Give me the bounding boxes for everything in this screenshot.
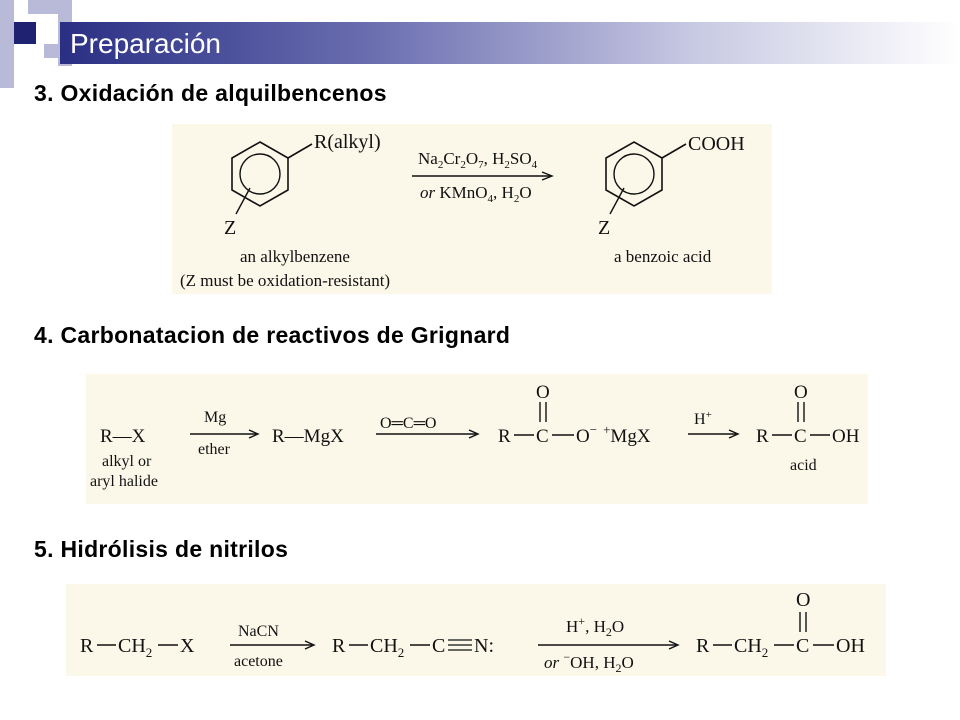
nitrile-r-group: R [332, 635, 346, 657]
reaction-arrowhead [541, 171, 554, 181]
acid-carbon: C [794, 426, 807, 447]
grignard-scheme-panel: R—X alkyl or aryl halide Mg ether R—MgX … [86, 374, 868, 504]
nitrile-methylene: CH2 [370, 635, 404, 660]
acid-r-group: R [756, 426, 769, 447]
salt-anion: O−+MgX [576, 422, 651, 447]
salt-r-group: R [498, 426, 511, 447]
z-bond-reactant [235, 187, 251, 215]
alkyl-substituent: R(alkyl) [314, 131, 381, 153]
acetone-solvent: acetone [234, 653, 283, 670]
step2-arrowhead [668, 640, 680, 650]
acid-hydroxyl: OH [836, 635, 865, 657]
acid-hydroxyl: OH [832, 426, 860, 447]
acid-carbon: C [796, 635, 809, 657]
nitrile-nitrogen: N: [474, 635, 494, 657]
step1-solvent: ether [198, 441, 231, 458]
salt-carbon: C [536, 426, 549, 447]
acid-carbonyl-oxygen: O [796, 589, 810, 611]
acid-carbonyl-oxygen: O [794, 382, 808, 403]
nitrile-carbon: C [432, 635, 445, 657]
oxidation-scheme-panel: R(alkyl) Z an alkylbenzene (Z must be ox… [172, 124, 772, 294]
step1-arrowhead [248, 429, 260, 439]
product-caption: a benzoic acid [614, 247, 712, 266]
carboxyl-substituent: COOH [688, 133, 745, 155]
oxidation-scheme: R(alkyl) Z an alkylbenzene (Z must be ox… [180, 131, 745, 290]
acid-methylene: CH2 [734, 635, 768, 660]
reactant-caption-2: aryl halide [90, 473, 158, 490]
z-bond-product [609, 187, 625, 215]
step1-arrowhead [304, 640, 316, 650]
carbon-dioxide: O═C═O [380, 415, 436, 432]
benzene-ring-product [605, 141, 663, 207]
step3-arrowhead [728, 429, 740, 439]
title-bar [60, 22, 960, 64]
grignard-scheme: R—X alkyl or aryl halide Mg ether R—MgX … [90, 382, 860, 490]
cyanide-reagent: NaCN [238, 623, 279, 640]
base-hydrolysis-reagent: or −OH, H2O [544, 650, 634, 675]
deco-square-light-small [44, 44, 58, 58]
section-heading-grignard: 4. Carbonatacion de reactivos de Grignar… [34, 322, 511, 348]
reagents-below: or KMnO4, H2O [420, 183, 532, 205]
nitrile-scheme: R CH2 X NaCN acetone R CH2 C N: H+, H2O … [80, 589, 865, 675]
reactant-r-group: R [80, 635, 94, 657]
grignard-reagent: R—MgX [272, 426, 344, 447]
alkyl-bond [287, 143, 313, 159]
section-heading-nitriles: 5. Hidrólisis de nitrilos [34, 536, 289, 562]
alkyl-halide: R—X [100, 426, 146, 447]
deco-square-dark [14, 22, 36, 44]
reactant-halide: X [180, 635, 195, 657]
nitrile-scheme-panel: R CH2 X NaCN acetone R CH2 C N: H+, H2O … [66, 584, 886, 676]
benzene-ring-reactant [231, 141, 289, 207]
deco-square-light-left [0, 0, 14, 88]
acid-workup: H+ [694, 409, 712, 428]
acid-hydrolysis-reagent: H+, H2O [566, 614, 624, 639]
salt-carbonyl-oxygen: O [536, 382, 550, 403]
section-heading-oxidation: 3. Oxidación de alquilbencenos [34, 80, 387, 106]
reactant-caption-1: alkyl or [102, 453, 152, 470]
carboxyl-bond [661, 143, 687, 159]
reactant-caption: an alkylbenzene [240, 247, 350, 266]
slide-title: Preparación [70, 28, 221, 59]
reactant-methylene: CH2 [118, 635, 152, 660]
step1-reagent: Mg [204, 409, 226, 426]
reagents-above: Na2Cr2O7, H2SO4 [418, 149, 538, 171]
acid-caption: acid [790, 457, 817, 474]
step2-arrowhead [468, 429, 480, 439]
z-substituent-product: Z [598, 217, 610, 239]
acid-r-group: R [696, 635, 710, 657]
reactant-note: (Z must be oxidation-resistant) [180, 271, 390, 290]
z-substituent-reactant: Z [224, 217, 236, 239]
